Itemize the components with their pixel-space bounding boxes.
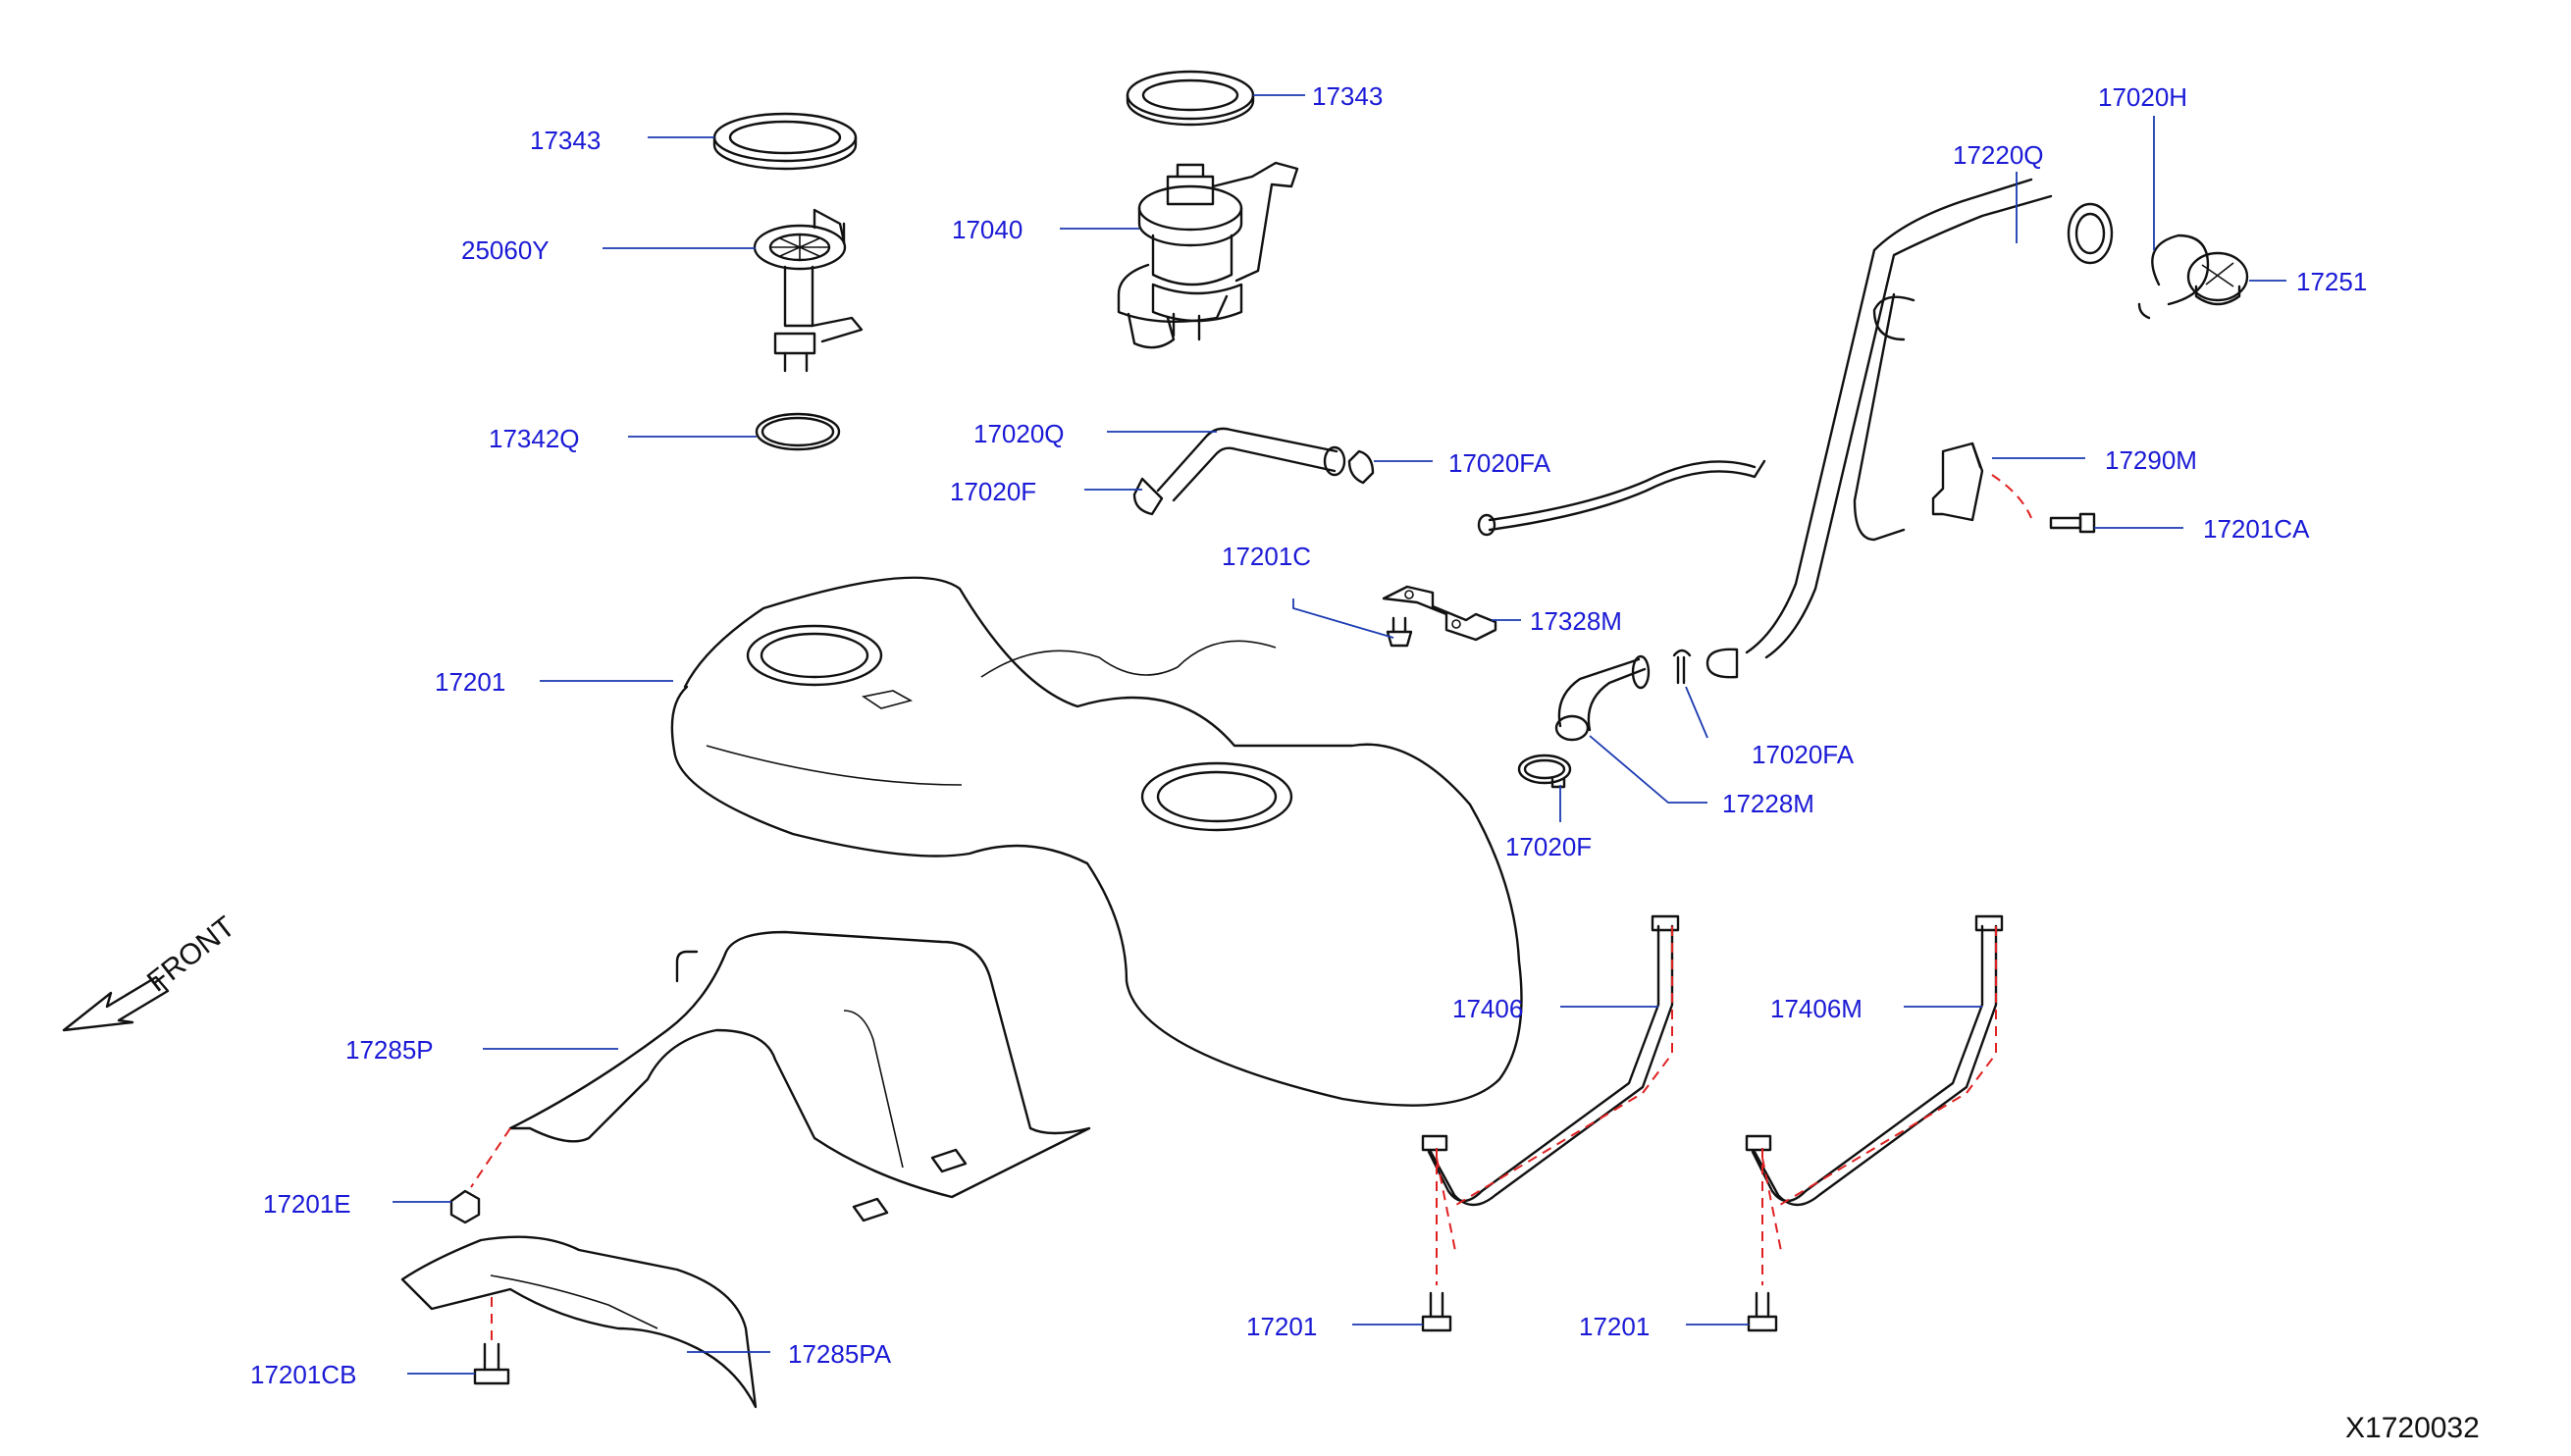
part-label-17201ca: 17201CA xyxy=(2203,514,2310,544)
clamp-17020f-lower xyxy=(1517,754,1572,789)
part-label-17343-top: 17343 xyxy=(1312,81,1383,111)
part-label-17040: 17040 xyxy=(952,215,1023,244)
leader-lines xyxy=(393,94,2286,1375)
front-arrow-icon xyxy=(62,975,170,1032)
part-label-17201-tank: 17201 xyxy=(435,667,505,697)
filler-tube-17220q xyxy=(1477,178,2114,679)
bolt-17201cb xyxy=(473,1342,510,1385)
clamp-17020fa-lower xyxy=(1672,649,1692,685)
bracket-17328m xyxy=(1382,585,1497,642)
part-label-17406m: 17406M xyxy=(1770,994,1863,1023)
part-label-17228m: 17228M xyxy=(1722,789,1814,818)
nut-17201e xyxy=(449,1189,481,1224)
hose-17228m xyxy=(1554,654,1651,742)
o-ring-17342q xyxy=(755,412,841,451)
fuel-pump-assembly xyxy=(1117,161,1299,349)
bolt-17201c xyxy=(1386,616,1413,648)
part-label-17020f-upper: 17020F xyxy=(950,477,1036,506)
bolt-17201-strap-b xyxy=(1747,1291,1778,1332)
part-label-17201cb: 17201CB xyxy=(250,1360,356,1389)
part-label-17020fa-lower: 17020FA xyxy=(1752,740,1855,769)
fuel-tank-main xyxy=(670,576,1523,1107)
part-label-17020f-lower: 17020F xyxy=(1505,832,1592,861)
hose-17020q xyxy=(1132,427,1375,516)
cap-clip-17020h xyxy=(2137,234,2210,320)
part-label-17020fa-upper: 17020FA xyxy=(1448,448,1551,478)
part-label-17290m: 17290M xyxy=(2105,445,2197,475)
bolt-17201-strap-a xyxy=(1421,1291,1452,1332)
part-label-17201c: 17201C xyxy=(1222,542,1311,571)
seal-ring-top xyxy=(1126,70,1255,127)
part-label-17342q: 17342Q xyxy=(489,424,580,453)
part-label-17343-left: 17343 xyxy=(530,126,601,155)
strap-17406m xyxy=(1745,914,2004,1207)
strap-17406 xyxy=(1421,914,1680,1207)
diagram-reference-id: X1720032 xyxy=(2345,1412,2480,1444)
part-label-17220q: 17220Q xyxy=(1953,140,2044,170)
part-label-17285p: 17285P xyxy=(345,1035,434,1065)
filler-cap-17251 xyxy=(2186,251,2249,306)
part-label-17285pa: 17285PA xyxy=(788,1339,892,1369)
fuel-sender-unit xyxy=(753,208,864,373)
part-label-17201-strap-a: 17201 xyxy=(1246,1312,1317,1341)
part-label-25060y: 25060Y xyxy=(461,235,550,265)
part-label-17251: 17251 xyxy=(2296,267,2367,296)
seal-ring-left xyxy=(712,112,858,171)
part-label-17201-strap-b: 17201 xyxy=(1579,1312,1650,1341)
front-direction-label: FRONT xyxy=(141,910,241,999)
part-label-17328m: 17328M xyxy=(1530,606,1622,636)
protector-17285pa xyxy=(400,1235,758,1409)
part-label-17406: 17406 xyxy=(1452,994,1523,1023)
part-label-17020q: 17020Q xyxy=(973,419,1065,448)
bracket-17290m xyxy=(1931,442,1984,522)
part-label-17201e: 17201E xyxy=(263,1189,351,1219)
bolt-17201ca xyxy=(2049,512,2096,534)
protector-17285p xyxy=(508,930,1091,1222)
part-label-17020h: 17020H xyxy=(2098,82,2187,112)
